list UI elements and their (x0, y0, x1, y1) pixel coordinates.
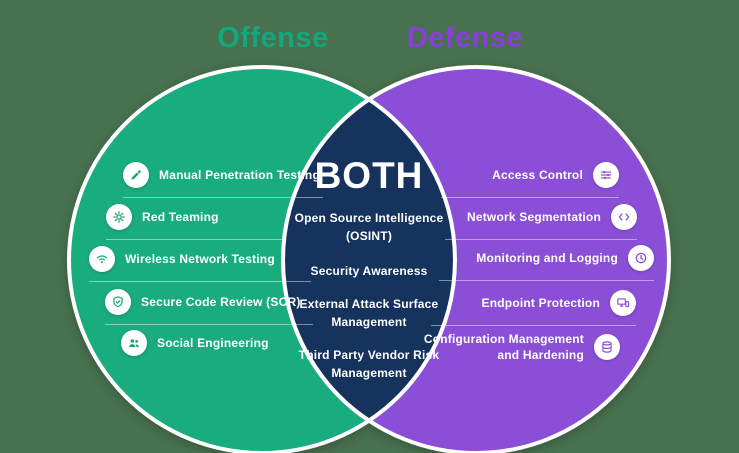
both-section: BOTH Open Source Intelligence (OSINT) Se… (277, 155, 461, 382)
defense-item-monitoring-and-logging: Monitoring and Logging (439, 245, 654, 281)
offense-item-red-teaming: Red Teaming (106, 204, 286, 240)
database-icon (594, 334, 620, 361)
offense-item-manual-penetration-testing: Manual Penetration Testing (123, 162, 323, 198)
both-item-osint: Open Source Intelligence (OSINT) (294, 210, 444, 243)
both-item-external-attack-surface: External Attack Surface Management (299, 296, 439, 329)
offense-item-label: Social Engineering (157, 335, 269, 350)
defense-item-label: Network Segmentation (466, 209, 601, 224)
defense-item-label: Monitoring and Logging (476, 250, 618, 265)
code-brackets-icon (611, 204, 637, 230)
defense-item-network-segmentation: Network Segmentation (445, 204, 637, 240)
defense-item-access-control: Access Control (441, 162, 619, 198)
defense-item-configuration-management: Configuration Management and Hardening (385, 331, 620, 372)
defense-item-label: Access Control (492, 167, 583, 182)
both-item-security-awareness: Security Awareness (310, 263, 428, 278)
clock-icon (628, 245, 654, 271)
gear-icon (106, 204, 132, 230)
defense-item-endpoint-protection: Endpoint Protection (431, 290, 636, 326)
offense-item-label: Manual Penetration Testing (159, 167, 320, 182)
people-icon (121, 330, 147, 356)
sliders-icon (593, 162, 619, 188)
defense-title: Defense (406, 22, 524, 54)
offense-item-label: Secure Code Review (SCR) (141, 294, 301, 309)
intersection-lens (281, 96, 457, 424)
offense-item-label: Wireless Network Testing (125, 251, 275, 266)
wireless-signal-icon (89, 246, 115, 272)
both-title: BOTH (314, 155, 424, 196)
offense-item-secure-code-review: Secure Code Review (SCR) (105, 289, 313, 325)
defense-item-label: Endpoint Protection (481, 295, 600, 310)
defense-item-label: Configuration Management and Hardening (423, 332, 584, 363)
both-item-third-party-vendor-risk: Third Party Vendor Risk Management (298, 347, 440, 380)
pencil-edit-icon (123, 162, 149, 188)
offense-item-label: Red Teaming (142, 209, 219, 224)
offense-title: Offense (217, 22, 329, 54)
offense-item-social-engineering: Social Engineering (121, 330, 321, 365)
shield-check-icon (105, 289, 131, 315)
devices-icon (610, 290, 636, 316)
offense-item-wireless-network-testing: Wireless Network Testing (89, 246, 311, 282)
